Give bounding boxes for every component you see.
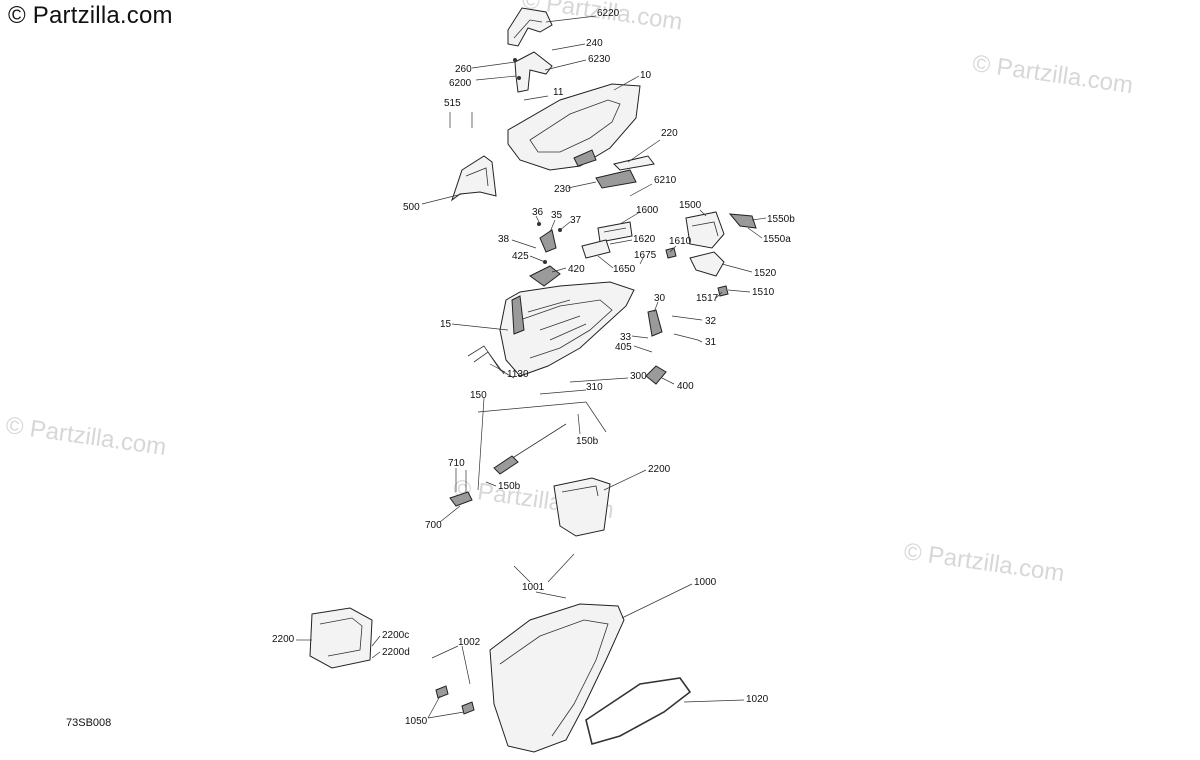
part-700-drawing[interactable] [449, 491, 473, 507]
callout-label[interactable]: 32 [705, 316, 717, 327]
part-150-drawing[interactable] [493, 423, 567, 475]
part-35-drawing[interactable] [537, 222, 562, 264]
callout-label[interactable]: 38 [498, 234, 510, 245]
part-1600-drawing[interactable] [581, 221, 633, 259]
callout-label[interactable]: 6220 [597, 8, 620, 19]
callout-label[interactable]: 1500 [679, 200, 702, 211]
callout-label[interactable]: 1050 [405, 716, 428, 727]
callout-label[interactable]: 1600 [636, 205, 659, 216]
part-1050-drawing[interactable] [435, 685, 475, 715]
callout-label[interactable]: 500 [403, 202, 420, 213]
diagram-code: 73SB008 [66, 717, 112, 729]
callout-label[interactable]: 11 [553, 87, 564, 98]
callout-label[interactable]: 700 [425, 520, 442, 531]
part-420-drawing[interactable] [529, 265, 561, 287]
callout-label[interactable]: 1001 [522, 582, 545, 593]
callout-label[interactable]: 230 [554, 184, 571, 195]
copyright-text: © Partzilla.com [8, 2, 173, 29]
callout-label[interactable]: 260 [455, 64, 472, 75]
callout-label[interactable]: 1550a [763, 234, 791, 245]
callout-label[interactable]: 1675 [634, 250, 657, 261]
callout-label[interactable]: 1620 [633, 234, 656, 245]
callout-label[interactable]: 220 [661, 128, 678, 139]
callout-label[interactable]: 420 [568, 264, 585, 275]
callout-label[interactable]: 1510 [752, 287, 775, 298]
part-1020-drawing[interactable] [585, 677, 692, 745]
callout-label[interactable]: 1130 [507, 369, 529, 380]
callout-label[interactable]: 515 [444, 98, 461, 109]
callout-label[interactable]: 150 [470, 390, 487, 401]
part-31-drawing[interactable] [673, 333, 699, 341]
callout-label[interactable]: 2200c [382, 630, 409, 641]
watermark-text: © Partzilla.com [902, 538, 1066, 587]
part-30-drawing[interactable] [647, 309, 663, 337]
callout-label[interactable]: 2200 [272, 634, 295, 645]
callout-label[interactable]: 36 [532, 207, 544, 218]
callout-label[interactable]: 10 [640, 70, 652, 81]
callout-label[interactable]: 33 [620, 332, 632, 343]
callout-label[interactable]: 1550b [767, 214, 795, 225]
part-1550-drawing[interactable] [728, 213, 757, 229]
leader-lines [296, 15, 767, 719]
part-1520-drawing[interactable] [689, 251, 725, 277]
callout-label[interactable]: 425 [512, 251, 529, 262]
watermark-text: © Partzilla.com [4, 412, 168, 461]
part-6220-drawing[interactable] [507, 7, 553, 47]
part-220-230-drawing[interactable] [595, 155, 655, 189]
callout-label[interactable]: 300 [630, 371, 647, 382]
part-10-drawing[interactable] [507, 83, 641, 171]
part-1500-drawing[interactable] [685, 211, 725, 249]
part-2200-drawing[interactable] [553, 477, 611, 537]
callout-label[interactable]: 31 [705, 337, 717, 348]
part-2200-lower-drawing[interactable] [309, 607, 373, 669]
callout-label[interactable]: 6230 [588, 54, 611, 65]
part-15-drawing[interactable] [499, 281, 635, 377]
callout-label[interactable]: 6210 [654, 175, 677, 186]
callout-label[interactable]: 400 [677, 381, 694, 392]
part-400-drawing[interactable] [645, 365, 667, 385]
callout-label[interactable]: 310 [586, 382, 603, 393]
callout-label[interactable]: 1000 [694, 577, 717, 588]
callout-label[interactable]: 2200 [648, 464, 671, 475]
callout-label[interactable]: 1610 [669, 236, 692, 247]
callout-label[interactable]: 30 [654, 293, 666, 304]
callout-label[interactable]: 1650 [613, 264, 636, 275]
callout-label[interactable]: 2200d [382, 647, 410, 658]
callout-label[interactable]: 1520 [754, 268, 777, 279]
part-1000-drawing[interactable] [489, 603, 625, 753]
callout-labels: 6220 240 260 6230 6200 10 11 515 220 230… [272, 8, 795, 727]
callout-label[interactable]: 405 [615, 342, 632, 353]
callout-label[interactable]: 37 [570, 215, 582, 226]
callout-label[interactable]: 1517 [696, 293, 719, 304]
callout-label[interactable]: 1002 [458, 637, 481, 648]
part-6230-drawing[interactable] [513, 51, 553, 93]
part-500-drawing[interactable] [451, 155, 497, 202]
watermark-text: © Partzilla.com [971, 50, 1135, 99]
callout-label[interactable]: 1020 [746, 694, 769, 705]
callout-label[interactable]: 35 [551, 210, 563, 221]
callout-label[interactable]: 150b [498, 481, 521, 492]
callout-label[interactable]: 240 [586, 38, 603, 49]
part-1610-drawing[interactable] [665, 247, 677, 259]
part-1130-drawing[interactable] [467, 345, 515, 379]
callout-label[interactable]: 710 [448, 458, 465, 469]
callout-label[interactable]: 6200 [449, 78, 472, 89]
callout-label[interactable]: 150b [576, 436, 599, 447]
callout-label[interactable]: 15 [440, 319, 452, 330]
